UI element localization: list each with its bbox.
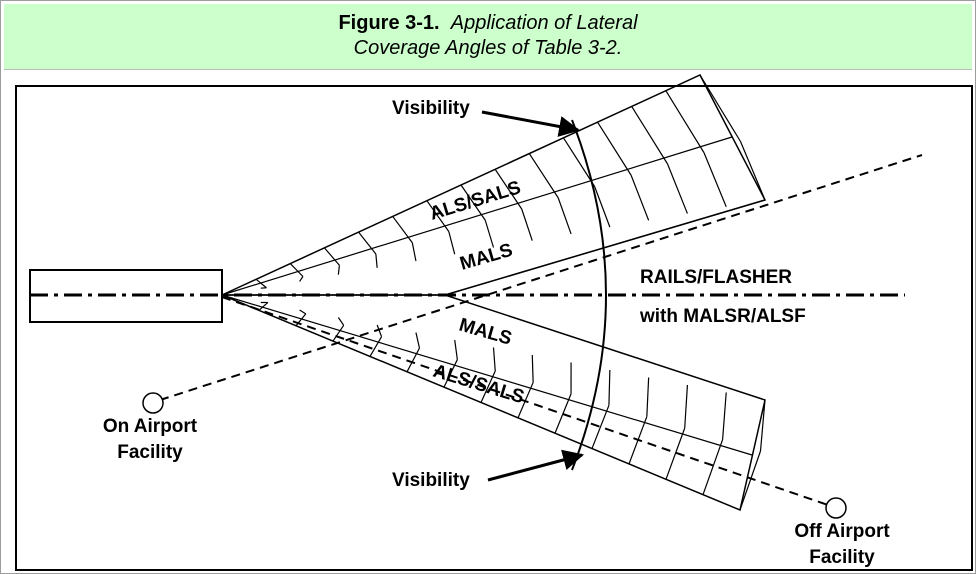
upper-wedge-segment [597, 121, 632, 176]
visibility-arc [571, 119, 607, 471]
lower-wedge-segment [443, 359, 458, 388]
lower-wedge-segment [739, 450, 762, 511]
upper-wedge-segment [739, 141, 766, 201]
figure-title-line2: Coverage Angles of Table 3-2. [353, 37, 623, 59]
offairport-sightline [221, 296, 829, 506]
upper-wedge-segment [667, 163, 688, 214]
upper-wedge-segment [484, 220, 495, 248]
lower-wedge-segment [646, 377, 650, 417]
on-airport-label-line1: On Airport [103, 416, 198, 437]
upper-wedge-segment [557, 197, 572, 235]
lower-wedge-segment [332, 324, 345, 342]
lower-wedge-segment [591, 405, 610, 449]
off-airport-label-line1: Off Airport [794, 521, 890, 542]
upper-wedge-segment [337, 265, 340, 275]
lower-wedge-segment [759, 399, 766, 452]
upper-wedge-segment [699, 74, 742, 142]
upper-wedge-segment [358, 231, 377, 255]
diagram-box [15, 85, 973, 571]
coverage-wedges [221, 74, 767, 512]
upper-wedge-segment [703, 152, 727, 208]
upper-wedge-segment [665, 90, 705, 154]
als-sals-top-label: ALS/SALS [427, 177, 523, 225]
figure-title-line1: Application of Lateral [450, 12, 638, 34]
on-airport-facility-icon [142, 392, 164, 414]
upper-wedge-segment [448, 231, 456, 255]
upper-wedge-divider [221, 136, 733, 296]
on-airport-label-line2: Facility [117, 442, 183, 463]
mals-top-label: MALS [458, 240, 516, 275]
upper-wedge-segment [521, 208, 533, 241]
figure-caption: Figure 3-1. Application of Lateral Cover… [4, 4, 972, 70]
upper-wedge-segment [494, 168, 523, 210]
lower-wedge-segment [454, 339, 458, 360]
upper-wedge-segment [375, 253, 378, 268]
upper-wedge-segment [562, 137, 596, 187]
upper-wedge-segment [255, 278, 267, 289]
lower-wedge-segment [299, 309, 307, 315]
lower-wedge-segment [684, 384, 689, 429]
upper-wedge-segment [630, 175, 650, 221]
upper-wedge-segment [631, 106, 669, 165]
lower-wedge-segment [531, 354, 534, 383]
lower-wedge-segment [665, 427, 686, 480]
off-airport-label-line2: Facility [809, 547, 875, 568]
off-airport-facility-icon [825, 497, 847, 519]
upper-wedge-segment [392, 216, 413, 244]
upper-wedge-segment [289, 263, 304, 277]
visibility-top-arrow [481, 110, 581, 137]
lower-wedge-segment [258, 301, 269, 311]
lower-wedge-segment [608, 369, 611, 406]
lower-wedge-segment [415, 332, 421, 349]
upper-wedge-segment [411, 242, 417, 262]
figure-number: Figure 3-1. [338, 12, 440, 34]
lower-wedge-segment [337, 317, 345, 326]
lower-wedge-segment [722, 392, 727, 440]
upper-wedge-segment [594, 186, 611, 228]
visibility-top-label: Visibility [392, 98, 470, 119]
lower-wedge-divider [221, 294, 753, 456]
lower-wedge-segment [492, 347, 496, 372]
facility-sightline [159, 154, 923, 401]
visibility-bottom-arrow [487, 449, 585, 482]
lower-wedge-segment [369, 336, 383, 357]
upper-wedge-segment [299, 276, 304, 282]
visibility-bottom-label: Visibility [392, 470, 470, 491]
upper-wedge-segment [528, 153, 559, 199]
lower-wedge-segment [702, 439, 724, 495]
rails-flasher-label: RAILS/FLASHER [640, 267, 792, 288]
mals-inner-edge [444, 199, 766, 296]
lower-wedge-segment [376, 324, 383, 337]
with-malsr-alsf-label: with MALSR/ALSF [639, 306, 806, 327]
mals-bottom-label: MALS [457, 315, 515, 350]
lower-wedge-segment [406, 347, 420, 373]
upper-wedge-segment [323, 247, 340, 266]
